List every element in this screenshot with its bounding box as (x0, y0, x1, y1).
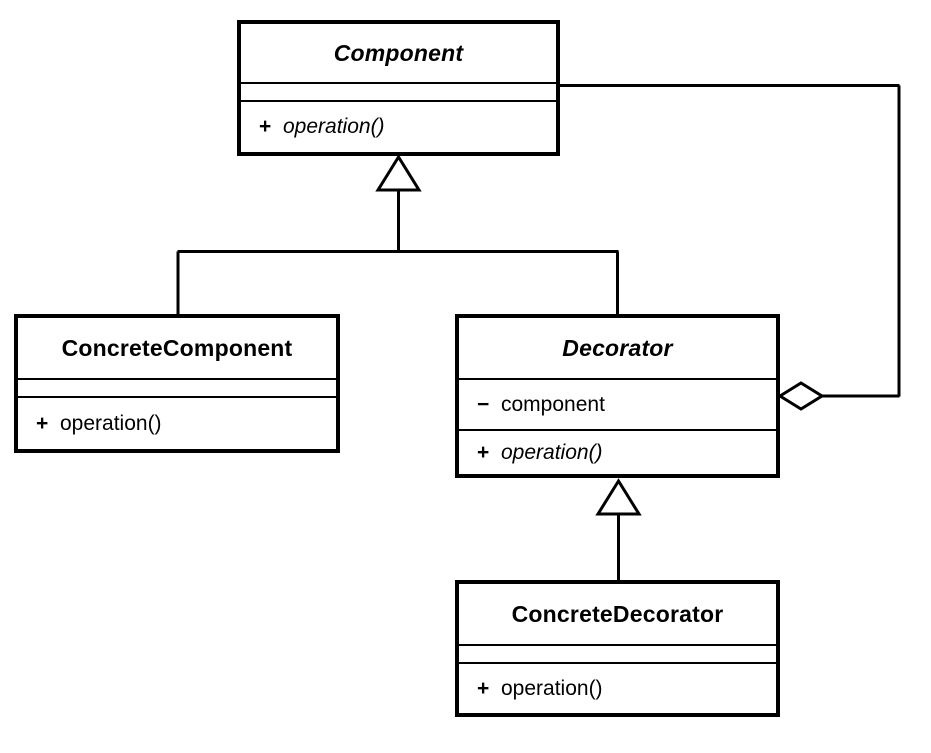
uml-class-concrete-component[interactable]: ConcreteComponent + operation() (14, 314, 340, 453)
decorator-attribute-row: − component (459, 393, 605, 417)
decorator-operations-compartment: + operation() (459, 431, 776, 474)
concrete-component-name-compartment: ConcreteComponent (18, 318, 336, 380)
uml-class-component[interactable]: Component + operation() (237, 20, 560, 156)
decorator-attributes-compartment: − component (459, 380, 776, 431)
attribute-label: component (501, 392, 605, 416)
uml-class-decorator[interactable]: Decorator − component + operation() (455, 314, 780, 478)
generalization-arrowhead-icon (375, 154, 422, 192)
component-operation-row: + operation() (241, 115, 385, 139)
component-class-name: Component (333, 39, 464, 66)
concrete-component-class-name: ConcreteComponent (61, 334, 293, 361)
visibility-marker: + (477, 676, 490, 700)
concrete-decorator-operations-compartment: + operation() (459, 664, 776, 713)
concrete-decorator-operation-row: + operation() (459, 677, 603, 701)
generalization-arrowhead-icon (595, 478, 642, 516)
concrete-component-attributes-compartment (18, 380, 336, 398)
concrete-component-operation-row: + operation() (18, 412, 162, 436)
visibility-marker: + (477, 440, 490, 464)
component-attributes-compartment (241, 84, 556, 102)
operation-label: operation() (60, 411, 162, 435)
visibility-marker: + (36, 411, 49, 435)
operation-label: operation() (501, 676, 603, 700)
concrete-decorator-name-compartment: ConcreteDecorator (459, 584, 776, 646)
decorator-operation-row: + operation() (459, 441, 603, 465)
uml-class-concrete-decorator[interactable]: ConcreteDecorator + operation() (455, 580, 780, 717)
concrete-decorator-class-name: ConcreteDecorator (511, 600, 724, 627)
generalization-to-decorator (595, 478, 642, 582)
visibility-marker: − (477, 392, 490, 416)
aggregation-diamond-icon (777, 381, 825, 411)
decorator-name-compartment: Decorator (459, 318, 776, 380)
operation-label: operation() (501, 440, 603, 464)
concrete-decorator-attributes-compartment (459, 646, 776, 664)
component-operations-compartment: + operation() (241, 102, 556, 152)
component-name-compartment: Component (241, 24, 556, 84)
decorator-class-name: Decorator (562, 334, 673, 361)
visibility-marker: + (259, 115, 272, 138)
concrete-component-operations-compartment: + operation() (18, 398, 336, 449)
generalization-to-component (176, 154, 619, 316)
operation-label: operation() (283, 115, 385, 138)
